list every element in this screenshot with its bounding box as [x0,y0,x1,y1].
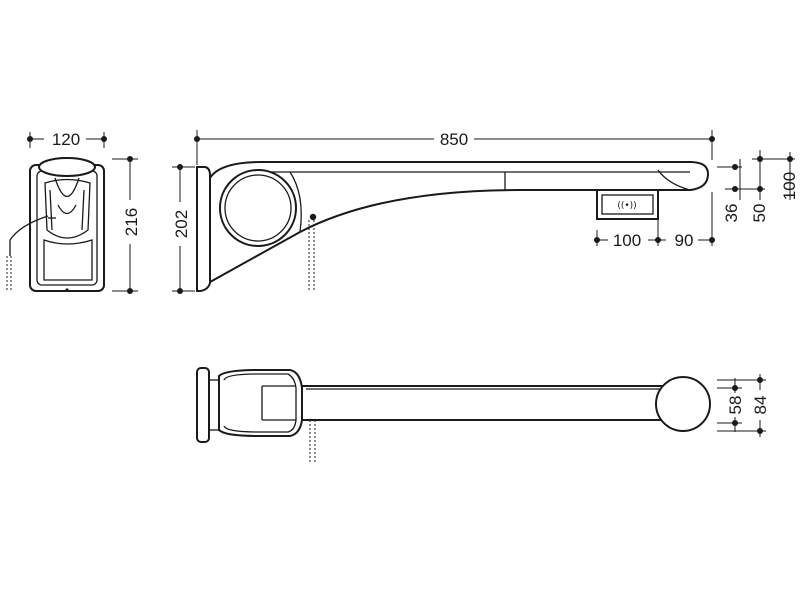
dim-label-36: 36 [722,204,741,223]
front-view: 202 850 [170,128,799,294]
dim-label-90: 90 [675,231,694,250]
dim-label-850: 850 [440,130,468,149]
dim-module: 100 90 [594,192,715,250]
sensor-icon: ((•)) [617,201,636,211]
dim-label-202: 202 [172,210,191,238]
dim-label-120: 120 [52,130,80,149]
top-cable [309,420,316,462]
dim-side-width: 120 [27,128,107,150]
dim-label-100-height: 100 [780,172,799,200]
pivot-roller [219,169,317,247]
sensor-module: ((•)) [596,189,659,220]
dim-heights: 36 50 100 [717,150,799,222]
dim-label-100-module: 100 [613,231,641,250]
top-arm-tube [301,385,670,421]
front-arm [209,161,710,284]
dim-label-58: 58 [726,396,745,415]
top-view: 58 84 [196,367,770,462]
dim-front-height: 202 [170,164,195,294]
dim-label-50: 50 [750,204,769,223]
dim-overall-length: 850 [194,128,715,165]
side-view: 120 216 [6,128,142,294]
side-bracket-body [6,157,105,292]
front-wall-plate [196,166,211,292]
top-wall-plate [196,367,220,443]
front-cable [308,220,315,290]
dim-top: 58 84 [717,374,770,437]
top-end-cap [655,376,711,432]
dim-label-216: 216 [122,208,141,236]
top-pivot-housing [218,369,303,437]
dim-side-height: 216 [112,156,142,294]
dim-label-84: 84 [751,396,770,415]
